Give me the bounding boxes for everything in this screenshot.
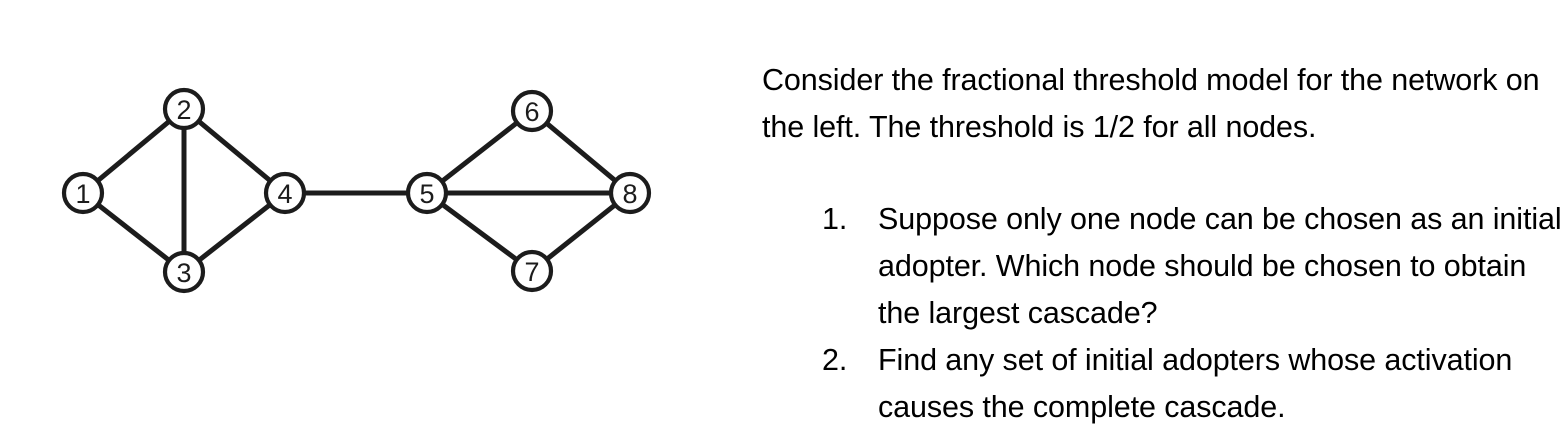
graph-node-2[interactable]: 2 bbox=[162, 87, 206, 131]
graph-edge-7-8 bbox=[543, 201, 619, 263]
graph-edge-3-4 bbox=[195, 201, 274, 264]
graph-node-5[interactable]: 5 bbox=[405, 171, 449, 215]
graph-node-label-2: 2 bbox=[176, 95, 191, 125]
question-item-2: 2. Find any set of initial adopters whose… bbox=[762, 337, 1564, 431]
question-text-panel: Consider the fractional threshold model … bbox=[762, 0, 1564, 448]
graph-node-label-7: 7 bbox=[524, 257, 539, 287]
graph-edge-1-2 bbox=[94, 118, 173, 184]
graph-node-circle-3 bbox=[162, 250, 206, 294]
question-item-1: 1. Suppose only one node can be chosen as… bbox=[762, 196, 1564, 337]
graph-node-6[interactable]: 6 bbox=[510, 89, 554, 133]
question-list: 1. Suppose only one node can be chosen as… bbox=[762, 196, 1564, 431]
question-marker-1: 1. bbox=[822, 202, 848, 236]
graph-edges-layer bbox=[94, 118, 619, 264]
graph-edge-6-8 bbox=[543, 120, 619, 184]
graph-node-4[interactable]: 4 bbox=[263, 171, 307, 215]
graph-node-circle-4 bbox=[263, 171, 307, 215]
graph-node-8[interactable]: 8 bbox=[608, 171, 652, 215]
graph-node-label-5: 5 bbox=[419, 179, 434, 209]
graph-edge-5-7 bbox=[438, 201, 521, 263]
graph-node-label-4: 4 bbox=[277, 179, 292, 209]
graph-node-7[interactable]: 7 bbox=[510, 249, 554, 293]
question-body-2: Find any set of initial adopters whose a… bbox=[878, 343, 1513, 424]
graph-node-label-3: 3 bbox=[176, 258, 191, 288]
graph-node-circle-6 bbox=[510, 89, 554, 133]
graph-node-circle-7 bbox=[510, 249, 554, 293]
graph-node-label-6: 6 bbox=[524, 97, 539, 127]
graph-node-circle-1 bbox=[61, 171, 105, 215]
question-body-1: Suppose only one node can be chosen as a… bbox=[878, 202, 1562, 330]
graph-edge-5-6 bbox=[438, 119, 521, 185]
intro-paragraph: Consider the fractional threshold model … bbox=[762, 62, 1540, 144]
network-figure-panel: 1 2 3 4 5 6 7 8 bbox=[0, 0, 740, 448]
graph-node-3[interactable]: 3 bbox=[162, 250, 206, 294]
graph-edge-2-4 bbox=[195, 118, 274, 184]
graph-node-circle-8 bbox=[608, 171, 652, 215]
graph-node-circle-5 bbox=[405, 171, 449, 215]
question-marker-2: 2. bbox=[822, 343, 848, 377]
graph-node-label-8: 8 bbox=[622, 179, 637, 209]
network-graph-svg: 1 2 3 4 5 6 7 8 bbox=[61, 87, 652, 294]
graph-edge-1-3 bbox=[94, 201, 173, 264]
graph-nodes-layer: 1 2 3 4 5 6 7 8 bbox=[61, 87, 652, 294]
graph-node-circle-2 bbox=[162, 87, 206, 131]
graph-node-1[interactable]: 1 bbox=[61, 171, 105, 215]
graph-node-label-1: 1 bbox=[75, 179, 90, 209]
